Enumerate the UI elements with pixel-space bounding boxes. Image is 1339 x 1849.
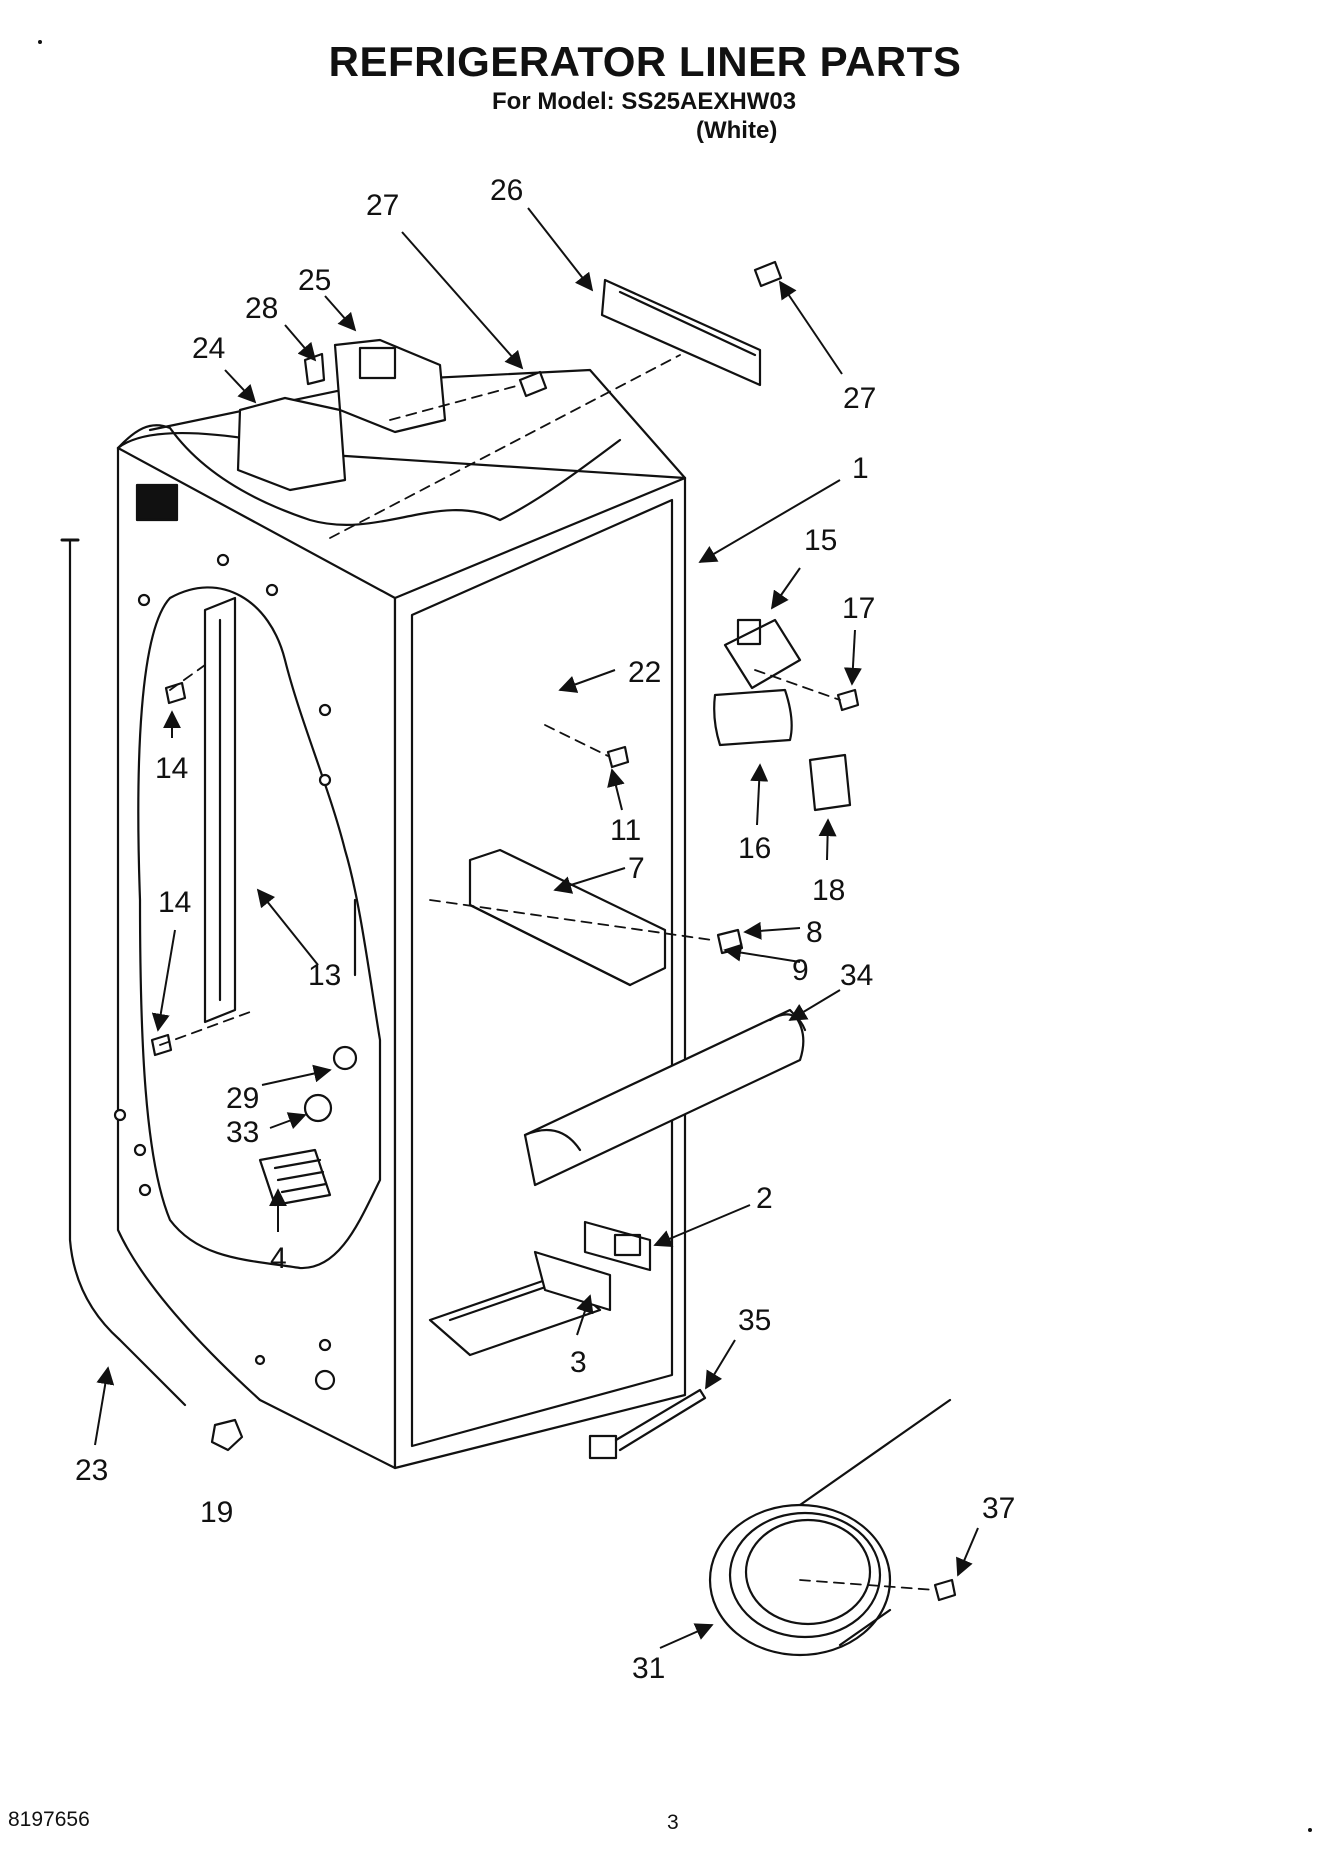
leader-arrows xyxy=(94,207,979,1649)
callout-31: 31 xyxy=(632,1652,665,1685)
callout-35: 35 xyxy=(738,1304,771,1337)
callout-18: 18 xyxy=(812,874,845,907)
callout-29: 29 xyxy=(226,1082,259,1115)
callout-14-lower: 14 xyxy=(158,886,191,919)
callout-15: 15 xyxy=(804,524,837,557)
callout-4: 4 xyxy=(270,1242,287,1275)
shelf-ladder xyxy=(203,596,357,1024)
callout-28: 28 xyxy=(245,292,278,325)
channel-26 xyxy=(600,278,762,387)
callout-17: 17 xyxy=(842,592,875,625)
callout-23: 23 xyxy=(75,1454,108,1487)
model-variant: (White) xyxy=(696,117,778,144)
callout-1: 1 xyxy=(852,452,869,485)
callout-13: 13 xyxy=(308,959,341,992)
cable-tie-35 xyxy=(588,1388,707,1460)
nut-19 xyxy=(210,1418,244,1452)
callout-19: 19 xyxy=(200,1496,233,1529)
callout-34: 34 xyxy=(840,959,873,992)
page-title: REFRIGERATOR LINER PARTS xyxy=(328,38,962,85)
callout-37: 37 xyxy=(982,1492,1015,1525)
callout-labels: 27 26 25 28 24 27 1 15 17 22 14 11 16 18… xyxy=(75,174,1015,1685)
callout-3: 3 xyxy=(570,1346,587,1379)
water-tube-coil-31 xyxy=(708,1398,952,1657)
callout-24: 24 xyxy=(192,332,225,365)
liner-body xyxy=(113,368,687,1470)
page-number: 3 xyxy=(667,1811,679,1834)
callout-27-right: 27 xyxy=(843,382,876,415)
callout-26: 26 xyxy=(490,174,523,207)
cover-34 xyxy=(523,1008,807,1187)
callout-27: 27 xyxy=(366,189,399,222)
screws xyxy=(150,260,957,1602)
scan-mark xyxy=(1308,1828,1312,1832)
control-assembly xyxy=(236,338,447,492)
callout-33: 33 xyxy=(226,1116,259,1149)
callout-14: 14 xyxy=(155,752,188,785)
callout-16: 16 xyxy=(738,832,771,865)
callout-7: 7 xyxy=(628,852,645,885)
alignment-lines xyxy=(159,354,936,1591)
scan-mark xyxy=(38,40,42,44)
model-line: For Model: SS25AEXHW03 xyxy=(492,88,797,115)
callout-2: 2 xyxy=(756,1182,773,1215)
callout-25: 25 xyxy=(298,264,331,297)
callout-8: 8 xyxy=(806,916,823,949)
callout-11: 11 xyxy=(610,814,641,847)
document-number: 8197656 xyxy=(8,1808,90,1831)
callout-9: 9 xyxy=(792,954,809,987)
callout-22: 22 xyxy=(628,656,661,689)
control-parts-right xyxy=(713,618,852,812)
tube-23 xyxy=(68,538,187,1407)
